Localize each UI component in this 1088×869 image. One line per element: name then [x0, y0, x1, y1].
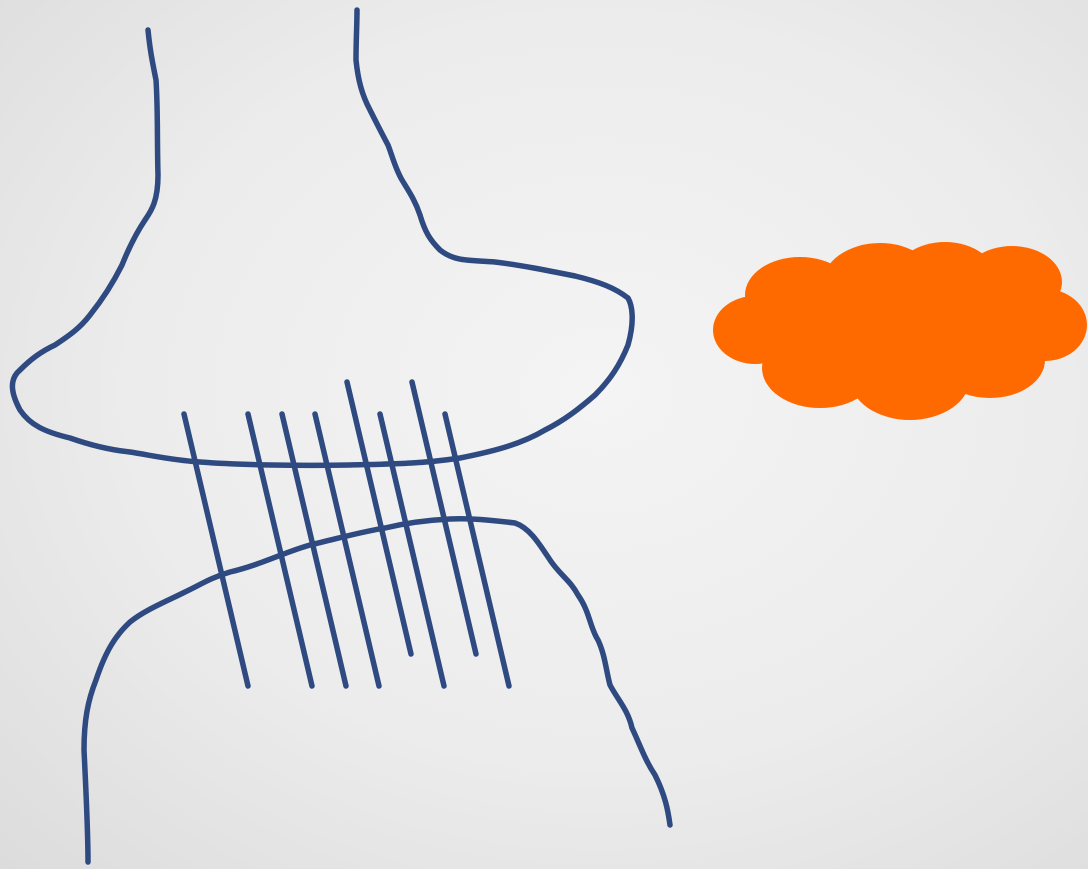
hatch-line: [315, 414, 379, 686]
orange-cloud: [713, 242, 1087, 420]
hatch-line: [184, 414, 248, 686]
upper-outline-curve: [12, 10, 632, 465]
cloud-lobe: [755, 275, 1035, 385]
hatch-line: [347, 382, 411, 654]
lower-outline-curve: [84, 519, 670, 862]
hatch-line: [380, 414, 444, 686]
